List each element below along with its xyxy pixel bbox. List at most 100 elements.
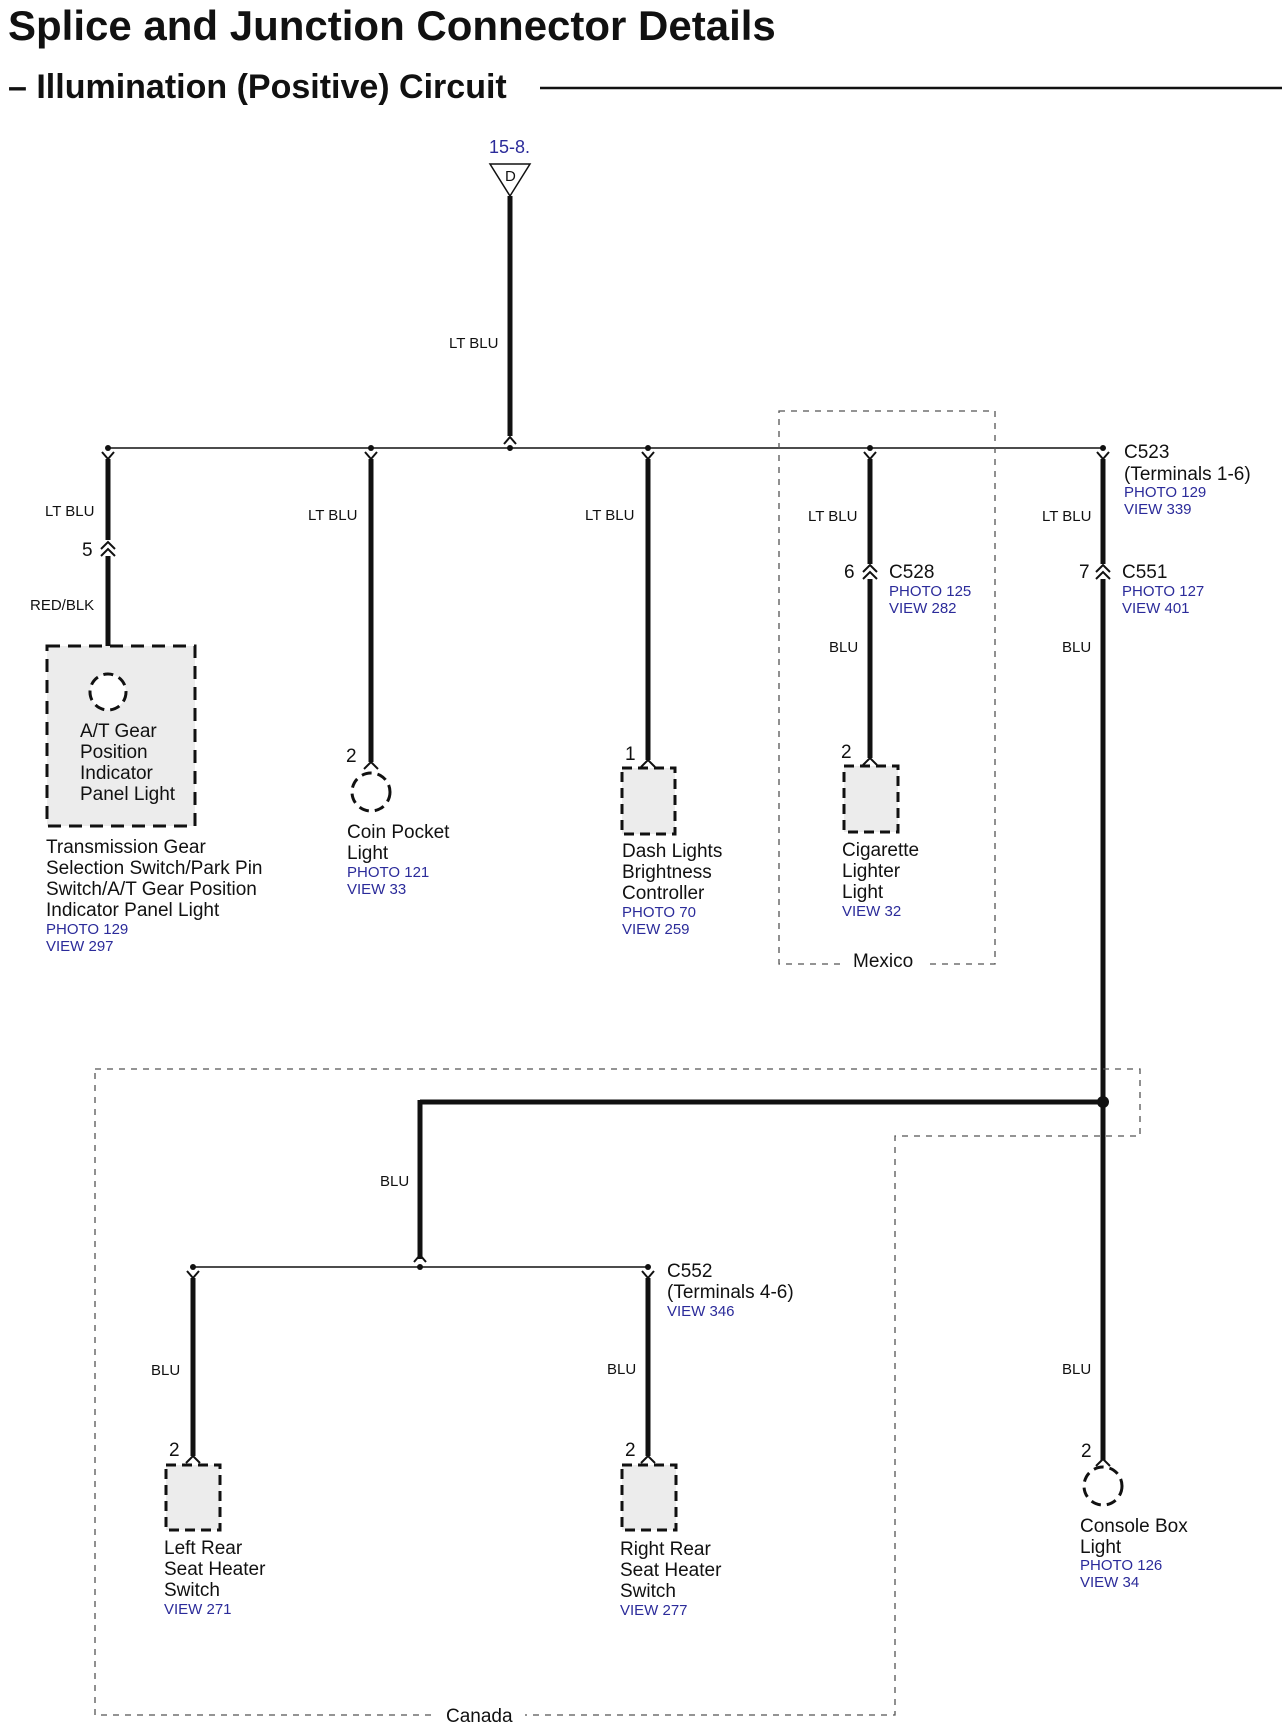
wire-label-left-rear: BLU [151, 1362, 180, 1379]
wire-label-red-blk: RED/BLK [30, 597, 94, 614]
coin-pocket-name-1: Coin Pocket [347, 822, 450, 843]
source-triangle-icon [488, 163, 532, 198]
c528-view-link[interactable]: VIEW 282 [889, 600, 957, 617]
left-rear-name-1: Left Rear [164, 1538, 243, 1559]
c552-id: C552 [667, 1261, 712, 1282]
at-gear-inner-3: Indicator [80, 763, 154, 784]
c551-photo-link[interactable]: PHOTO 127 [1122, 583, 1204, 600]
c552-view-link[interactable]: VIEW 346 [667, 1303, 735, 1320]
at-gear-pin: 5 [82, 540, 93, 561]
left-rear-pin: 2 [169, 1440, 180, 1461]
at-gear-inner-4: Panel Light [80, 784, 176, 805]
canada-region-box [94, 1068, 1141, 1716]
at-gear-view-link[interactable]: VIEW 297 [46, 938, 114, 955]
c523-id: C523 [1124, 442, 1169, 463]
connector-chevron-icon [1096, 451, 1110, 461]
coin-pocket-name-2: Light [347, 843, 389, 864]
cigarette-pin: 2 [841, 742, 852, 763]
cigarette-view-link[interactable]: VIEW 32 [842, 903, 901, 920]
right-rear-view-link[interactable]: VIEW 277 [620, 1602, 688, 1619]
connector-chevron-icon [1095, 570, 1111, 580]
coin-pocket-view-link[interactable]: VIEW 33 [347, 881, 406, 898]
dash-lights-controller-box [620, 766, 677, 836]
bus-dot [645, 1264, 651, 1270]
coin-pocket-pin: 2 [346, 746, 357, 767]
dash-lights-view-link[interactable]: VIEW 259 [622, 921, 690, 938]
left-rear-view-link[interactable]: VIEW 271 [164, 1601, 232, 1618]
connector-chevron-icon [1095, 563, 1111, 573]
bus-dot [368, 445, 374, 451]
at-gear-name-4: Indicator Panel Light [46, 900, 220, 921]
page-subtitle: – Illumination (Positive) Circuit [8, 68, 507, 106]
dash-lights-name-2: Brightness [622, 862, 712, 883]
at-gear-inner-2: Position [80, 742, 148, 763]
at-gear-photo-link[interactable]: PHOTO 129 [46, 921, 128, 938]
wire-label-at-gear: LT BLU [45, 503, 94, 520]
connector-chevron-icon [640, 1454, 656, 1464]
cigarette-name-3: Light [842, 882, 884, 903]
at-gear-inner-1: A/T Gear [80, 721, 157, 742]
bus-dot [105, 445, 111, 451]
c551-pin: 7 [1079, 562, 1090, 583]
wire-label-c551: LT BLU [1042, 508, 1091, 525]
connector-chevron-icon [363, 760, 379, 770]
canada-label-bg [435, 1702, 525, 1726]
coin-pocket-bulb-icon [350, 771, 392, 813]
connector-chevron-icon [862, 756, 878, 766]
left-rear-name-2: Seat Heater [164, 1559, 266, 1580]
page-title: Splice and Junction Connector Details [8, 2, 776, 49]
wire-label-cigarette-blu: BLU [829, 639, 858, 656]
source-letter: D [505, 168, 516, 185]
at-gear-name-1: Transmission Gear [46, 837, 206, 858]
connector-chevron-icon [101, 451, 115, 461]
wire-label-dash-lights: LT BLU [585, 507, 634, 524]
right-rear-pin: 2 [625, 1440, 636, 1461]
bus-dot [190, 1264, 196, 1270]
at-gear-name-2: Selection Switch/Park Pin [46, 858, 263, 879]
wire-label-source: LT BLU [449, 335, 498, 352]
mexico-region-label: Mexico [853, 951, 913, 972]
console-pin: 2 [1081, 1441, 1092, 1462]
connector-chevron-icon [185, 1454, 201, 1464]
c551-view-link[interactable]: VIEW 401 [1122, 600, 1190, 617]
dash-lights-name-3: Controller [622, 883, 705, 904]
c528-photo-link[interactable]: PHOTO 125 [889, 583, 971, 600]
canada-region-label: Canada [446, 1706, 513, 1726]
wire-label-canada: BLU [380, 1173, 409, 1190]
dash-lights-pin: 1 [625, 744, 636, 765]
connector-chevron-icon [862, 570, 878, 580]
left-rear-switch-box [164, 1463, 222, 1532]
wire-label-coin-pocket: LT BLU [308, 507, 357, 524]
wire-label-right-rear: BLU [607, 1361, 636, 1378]
console-view-link[interactable]: VIEW 34 [1080, 1574, 1139, 1591]
coin-pocket-photo-link[interactable]: PHOTO 121 [347, 864, 429, 881]
dash-lights-name-1: Dash Lights [622, 841, 722, 862]
c523-terminals: (Terminals 1-6) [1124, 464, 1251, 485]
mexico-label-bg [845, 945, 925, 973]
bus-dot [645, 445, 651, 451]
at-gear-name-3: Switch/A/T Gear Position [46, 879, 257, 900]
console-bulb-icon [1082, 1465, 1124, 1507]
c523-photo-link[interactable]: PHOTO 129 [1124, 484, 1206, 501]
console-photo-link[interactable]: PHOTO 126 [1080, 1557, 1162, 1574]
bus-dot [507, 445, 513, 451]
console-name-1: Console Box [1080, 1516, 1188, 1537]
right-rear-name-1: Right Rear [620, 1539, 711, 1560]
console-name-2: Light [1080, 1537, 1122, 1558]
splice-chevron-icon [413, 1253, 427, 1263]
connector-chevron-icon [641, 1270, 655, 1280]
right-rear-name-3: Switch [620, 1581, 676, 1602]
connector-chevron-icon [364, 451, 378, 461]
wire-label-console: BLU [1062, 1361, 1091, 1378]
source-ref[interactable]: 15-8. [489, 137, 530, 157]
connector-chevron-icon [100, 547, 116, 557]
right-rear-switch-box [620, 1463, 678, 1532]
connector-chevron-icon [863, 451, 877, 461]
bus-dot [417, 1264, 423, 1270]
c523-view-link[interactable]: VIEW 339 [1124, 501, 1192, 518]
at-gear-indicator-box [45, 644, 197, 828]
connector-chevron-icon [862, 563, 878, 573]
cigarette-lighter-light-box [842, 764, 900, 834]
cigarette-name-2: Lighter [842, 861, 901, 882]
dash-lights-photo-link[interactable]: PHOTO 70 [622, 904, 696, 921]
